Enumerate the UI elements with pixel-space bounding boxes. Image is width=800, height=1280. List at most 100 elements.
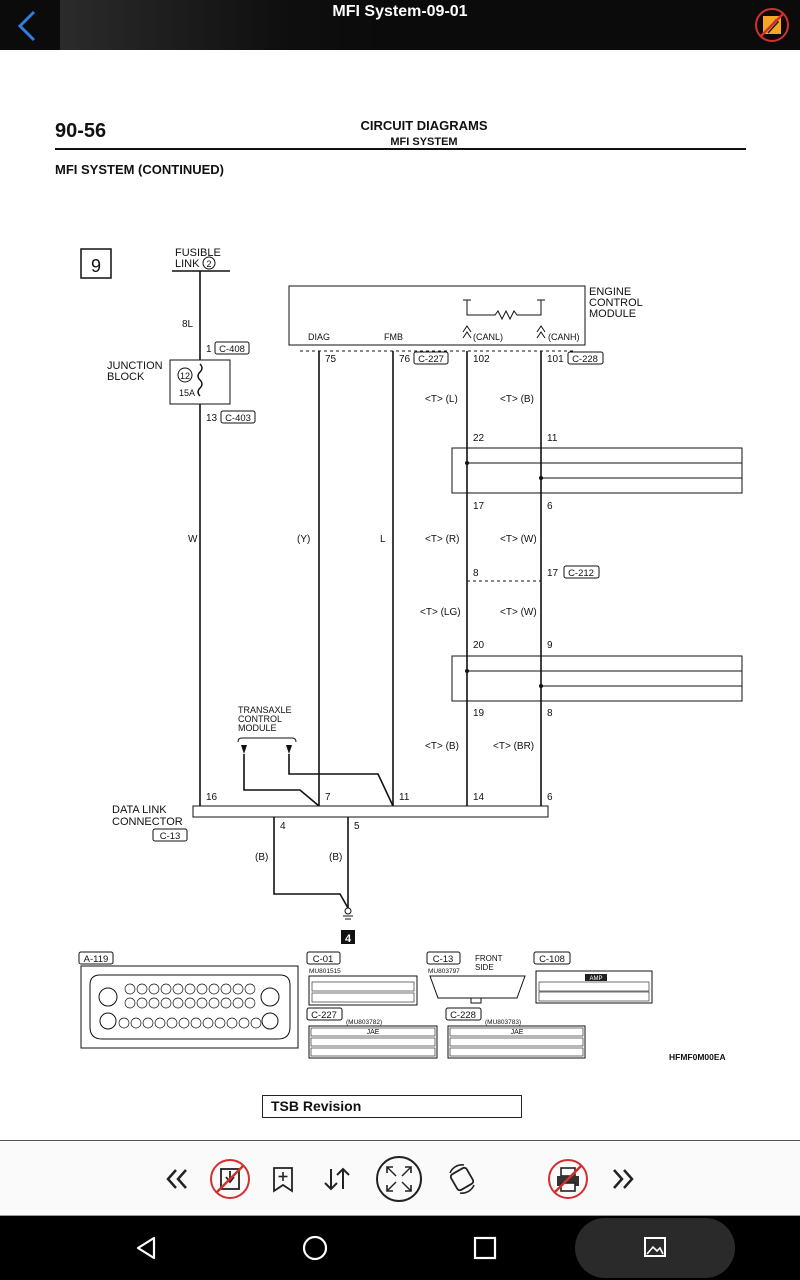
nav-recents-button[interactable] — [467, 1230, 503, 1266]
connector-view-c228-body — [447, 1025, 586, 1059]
connector-c13-box — [152, 828, 188, 842]
page-subheading: MFI SYSTEM — [390, 136, 457, 148]
c108-pin-grid — [538, 981, 650, 1002]
pin-9: 9 — [547, 640, 553, 651]
print-button[interactable] — [544, 1155, 592, 1203]
wire-color-t-b: <T> (B) — [500, 394, 534, 405]
ecm-box — [288, 285, 586, 346]
add-bookmark-button[interactable] — [259, 1155, 307, 1203]
ground-point — [344, 907, 352, 915]
rotate-icon — [449, 1164, 475, 1194]
double-chevron-right-icon — [613, 1169, 634, 1189]
pin-8: 8 — [547, 708, 553, 719]
connector-view-c13-side-2: SIDE — [475, 963, 494, 972]
termination-resistor — [466, 300, 542, 321]
pin-6: 6 — [547, 501, 553, 512]
ecm-label-2: CONTROL — [589, 297, 643, 309]
connector-view-c228-tag: JAE — [511, 1029, 524, 1036]
fit-screen-button[interactable] — [375, 1155, 423, 1203]
pin-22: 22 — [473, 433, 485, 444]
c228-pin-grid — [449, 1027, 584, 1057]
nav-back-button[interactable] — [128, 1230, 164, 1266]
connector-view-c13: C-13 — [433, 954, 454, 965]
ecm-diag-label: DIAG — [308, 332, 330, 342]
connector-c408-box — [214, 341, 250, 355]
connector-c403: C-403 — [225, 413, 251, 424]
ecm-label-1: ENGINE — [589, 286, 631, 298]
nav-gallery-shortcut[interactable] — [575, 1218, 735, 1278]
joint-connector-1 — [451, 447, 743, 494]
pin-75: 75 — [325, 354, 337, 365]
pin-17-c212: 17 — [547, 568, 559, 579]
pin-7: 7 — [325, 792, 331, 803]
fuse-number-circle — [177, 367, 193, 383]
connector-view-c108-body — [535, 970, 653, 1004]
pin-4: 4 — [280, 821, 286, 832]
pin-102: 102 — [473, 354, 490, 365]
wire-color-t-r: <T> (R) — [425, 534, 459, 545]
annotate-button[interactable] — [754, 7, 790, 43]
wire-color-t-w2: <T> (W) — [500, 607, 537, 618]
pin-14: 14 — [473, 792, 485, 803]
canh-termination-symbol — [536, 325, 546, 339]
download-button[interactable] — [206, 1155, 254, 1203]
fuse-symbol — [197, 363, 203, 397]
sheet-number-box — [80, 248, 112, 279]
connector-view-c108: C-108 — [539, 954, 565, 965]
dlc-label-1: DATA LINK — [112, 804, 167, 816]
triangle-back-icon — [136, 1236, 156, 1260]
back-button[interactable] — [10, 6, 46, 46]
pin-jb-out: 13 — [206, 413, 218, 424]
next-page-button[interactable] — [598, 1155, 646, 1203]
connector-view-c228-part: (MU803783) — [485, 1019, 521, 1026]
double-chevron-left-icon — [166, 1169, 187, 1189]
connector-c227: C-227 — [418, 354, 444, 365]
fuse-rating: 15A — [179, 388, 195, 398]
system-navigation-bar — [0, 1216, 800, 1280]
page-heading: CIRCUIT DIAGRAMS — [360, 118, 487, 133]
connector-view-a119: A-119 — [84, 954, 109, 965]
image-icon — [644, 1237, 666, 1257]
connector-view-c227: C-227 — [311, 1010, 337, 1021]
chevron-left-icon — [17, 10, 36, 42]
connector-view-c13-side-1: FRONT — [475, 954, 503, 963]
note-disabled-icon — [755, 8, 789, 42]
print-disabled-icon — [548, 1159, 588, 1199]
page-number: 90-56 — [55, 120, 106, 142]
download-disabled-icon — [210, 1159, 250, 1199]
wire-color-b1: (B) — [255, 852, 268, 863]
document-toolbar — [0, 1140, 800, 1216]
nav-home-button[interactable] — [297, 1230, 333, 1266]
c01-pin-grid — [311, 981, 415, 1003]
pin-76: 76 — [399, 354, 411, 365]
circle-home-icon — [302, 1235, 328, 1261]
a119-pin-grid — [118, 983, 262, 1029]
window-title: MFI System-09-01 — [332, 3, 468, 20]
circuit-diagram: 90-56 CIRCUIT DIAGRAMS MFI SYSTEM MFI SY… — [55, 118, 746, 1062]
fusible-link-label: FUSIBLE — [175, 247, 221, 259]
connector-view-c108-tag: AMP — [589, 976, 602, 982]
sort-button[interactable] — [313, 1155, 361, 1203]
pin-11: 11 — [547, 433, 558, 444]
wire-tcm-2 — [288, 754, 394, 807]
pin-20: 20 — [473, 640, 485, 651]
pin-19: 19 — [473, 708, 485, 719]
wire-color-t-lg: <T> (LG) — [420, 607, 461, 618]
tcm-label-2: CONTROL — [238, 714, 282, 724]
rotate-button[interactable] — [438, 1155, 486, 1203]
document-page: 90-56 CIRCUIT DIAGRAMS MFI SYSTEM MFI SY… — [0, 50, 800, 1140]
dlc-label-2: CONNECTOR — [112, 816, 183, 828]
pin-8-c212: 8 — [473, 568, 479, 579]
previous-page-button[interactable] — [154, 1155, 202, 1203]
connector-c228: C-228 — [572, 354, 598, 365]
sort-arrows-icon — [324, 1167, 350, 1191]
wire-color-y: (Y) — [297, 534, 310, 545]
canl-termination-symbol — [462, 325, 472, 339]
ecm-canh-label: (CANH) — [548, 332, 580, 342]
ecm-fmb-label: FMB — [384, 332, 403, 342]
fuse-number: 12 — [180, 371, 190, 381]
section-title: MFI SYSTEM (CONTINUED) — [55, 162, 224, 177]
fusible-link-number-circle — [202, 256, 216, 270]
wire-color-l: L — [380, 534, 386, 545]
connector-view-c227-body — [308, 1025, 438, 1059]
